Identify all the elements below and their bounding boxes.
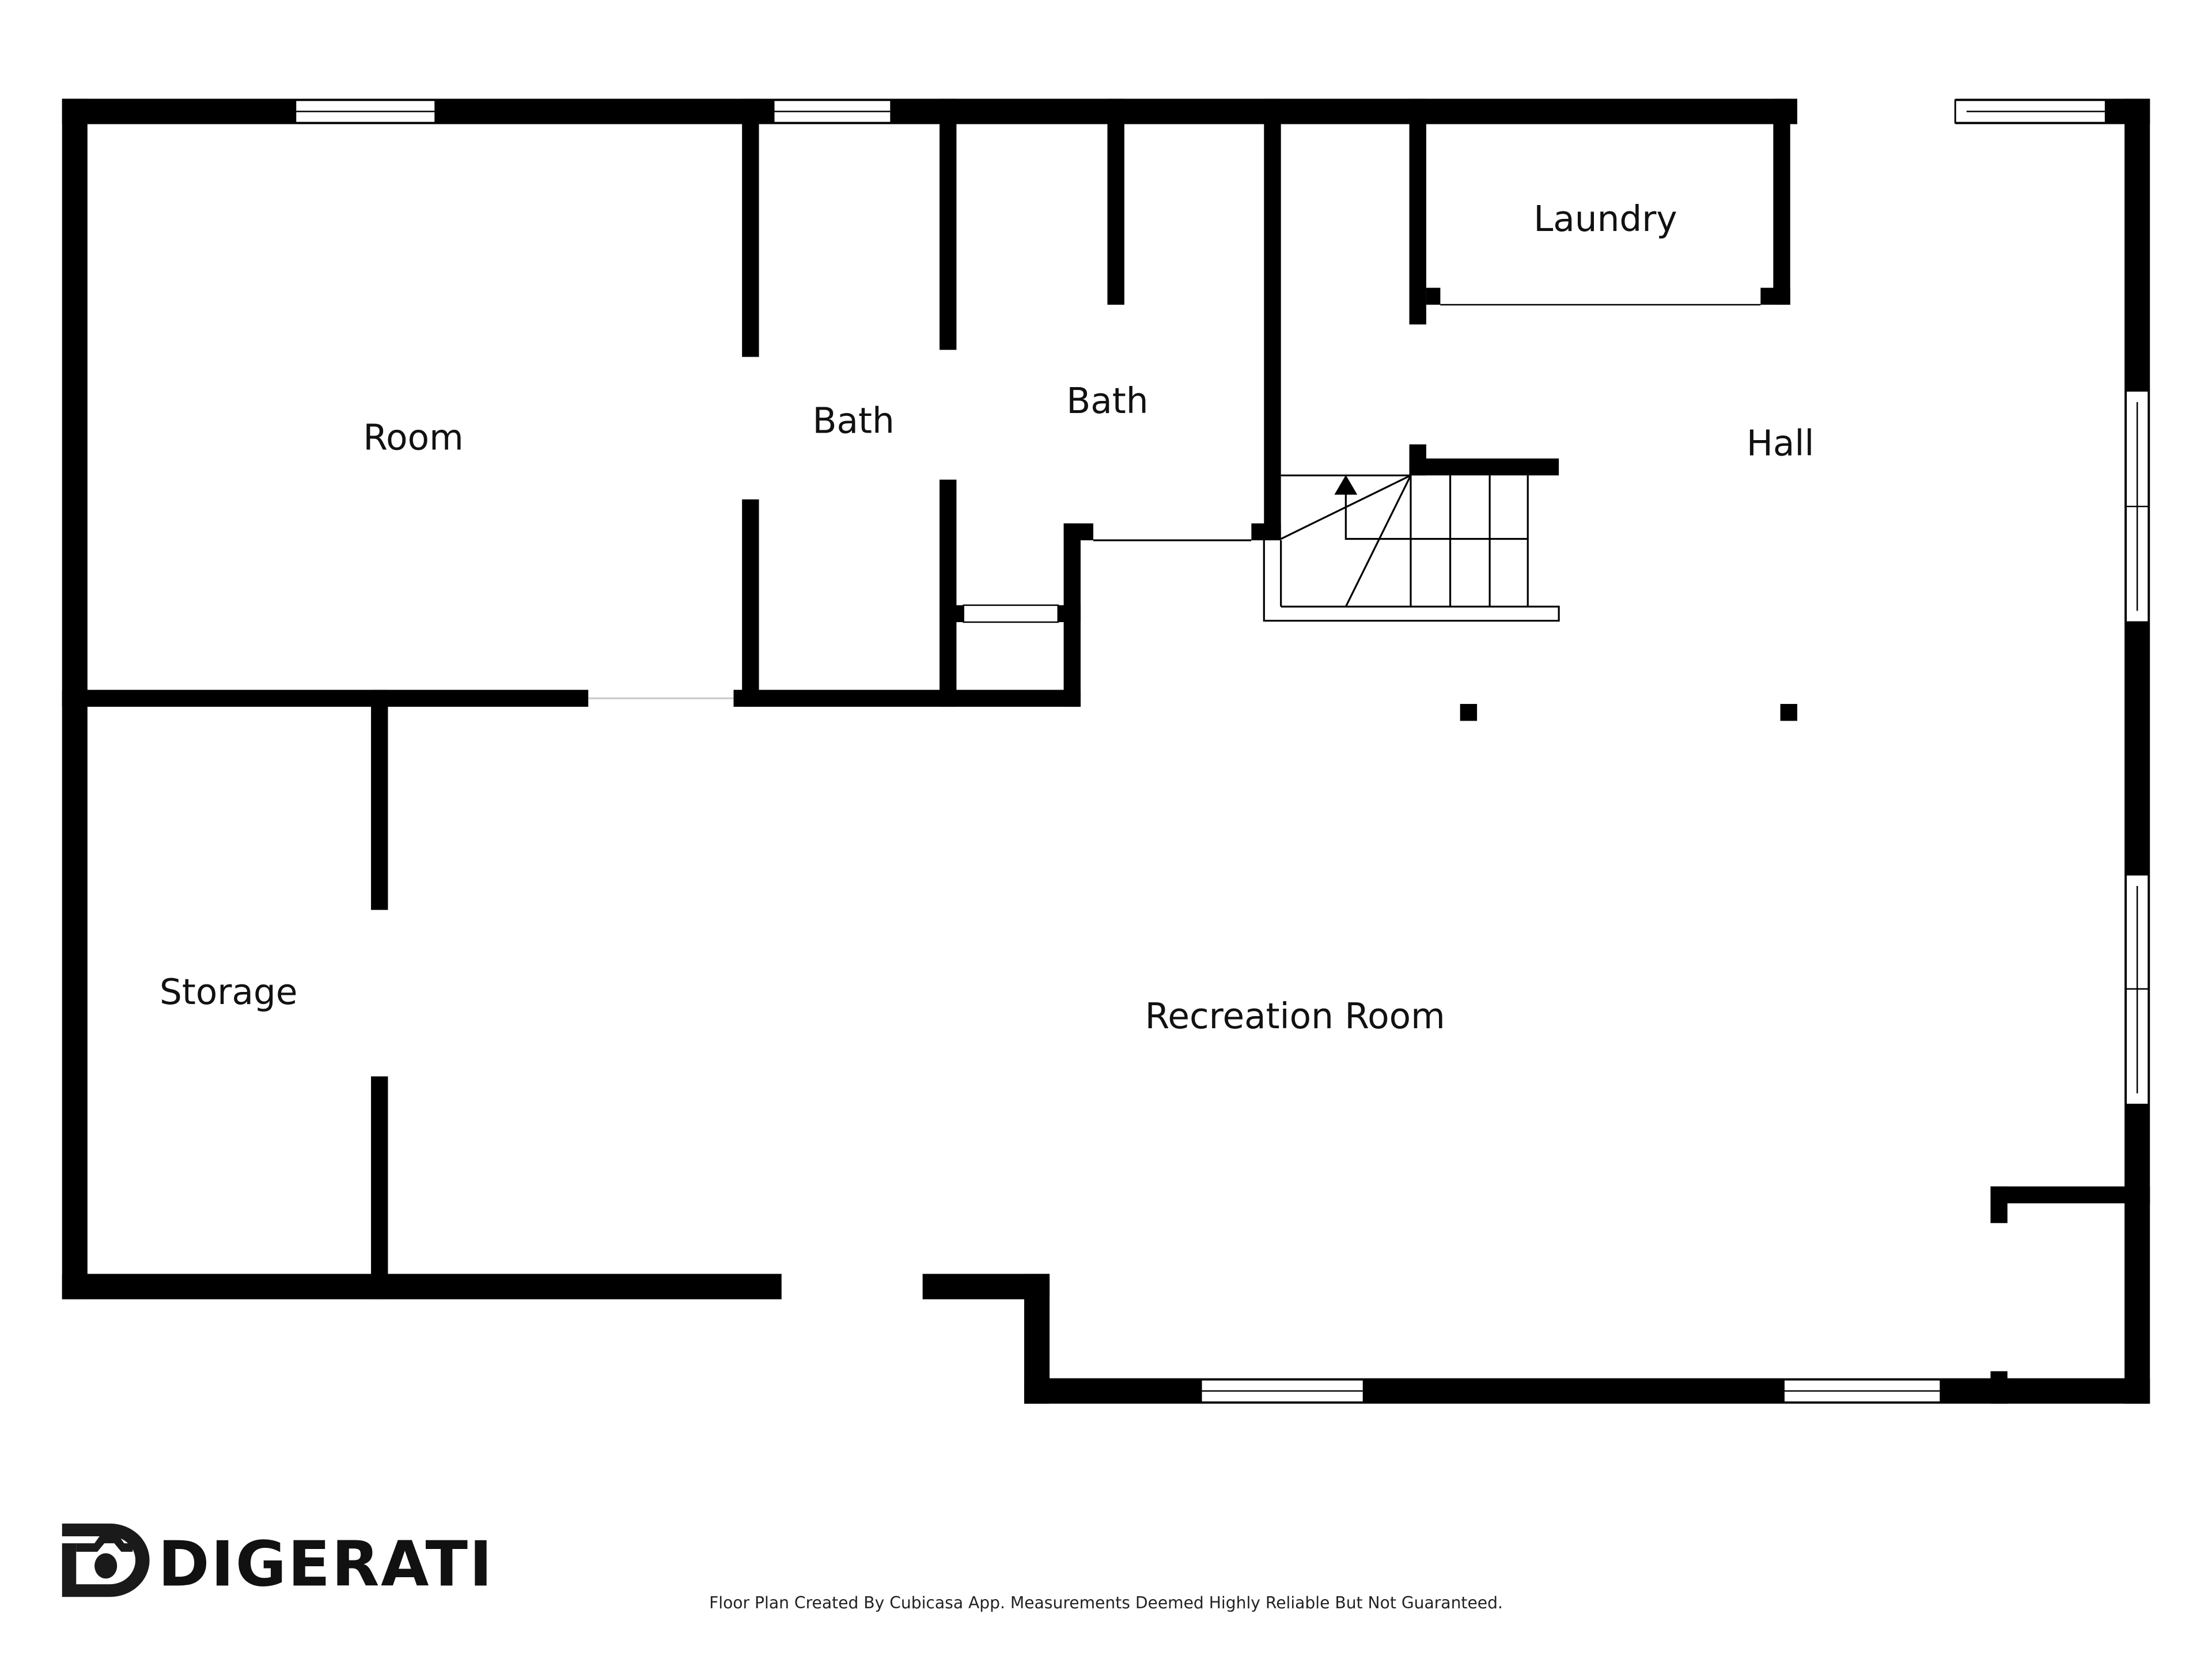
room-label-recreation-room: Recreation Room (1145, 996, 1445, 1037)
room-label-bath-1: Bath (812, 400, 894, 441)
windows (284, 99, 2150, 1403)
staircase (1263, 474, 1560, 622)
walls (62, 99, 2150, 1404)
camera-logo-icon (62, 1523, 150, 1597)
footer-disclaimer: Floor Plan Created By Cubicasa App. Meas… (709, 1593, 1503, 1612)
room-label-room: Room (363, 418, 463, 459)
room-label-bath-2: Bath (1066, 381, 1148, 422)
openings (369, 97, 2009, 1372)
room-label-hall: Hall (1747, 423, 1815, 464)
stair-arrow-icon (1334, 475, 1358, 495)
brand-name: DIGERATI (158, 1529, 494, 1601)
room-label-storage: Storage (160, 972, 298, 1013)
door-lines (588, 304, 1761, 699)
room-label-laundry: Laundry (1533, 199, 1677, 240)
brand-logo: DIGERATI (62, 1523, 494, 1601)
room-labels: Room Bath Bath Laundry Hall Storage Recr… (160, 199, 1814, 1037)
